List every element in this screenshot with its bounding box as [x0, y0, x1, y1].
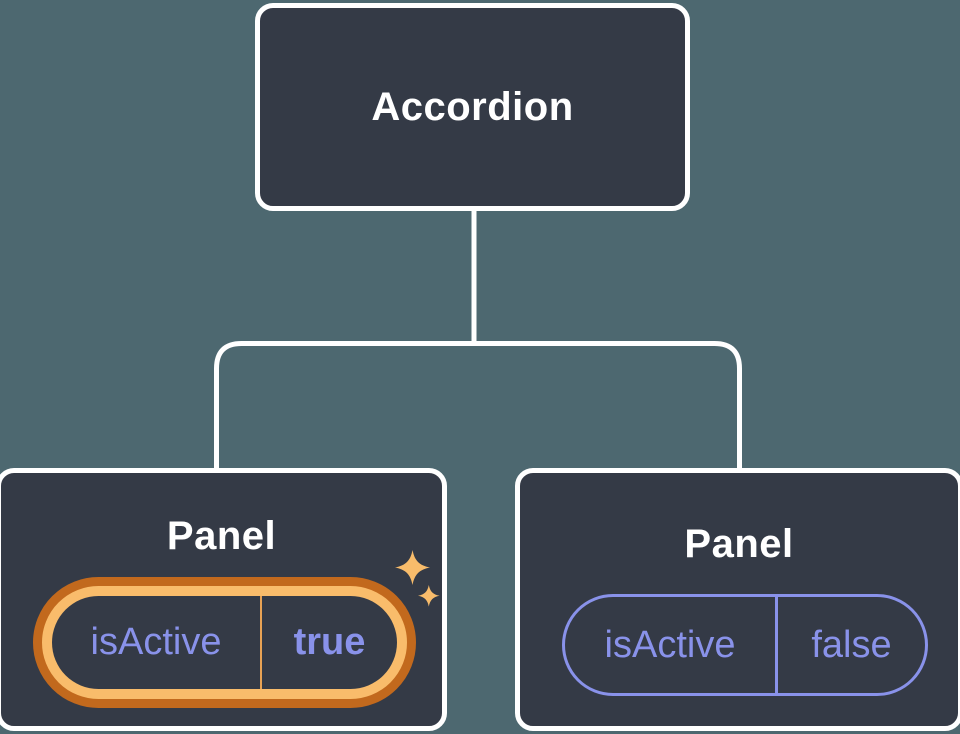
- prop-name-label-inactive: isActive: [604, 623, 736, 666]
- prop-pill-active-inner: isActive true: [52, 596, 397, 689]
- panel-node-active: Panel isActive true: [0, 468, 447, 731]
- prop-pill-active: isActive true: [33, 577, 416, 708]
- prop-value-label-inactive: false: [811, 623, 892, 666]
- prop-pill-divider-inactive: [775, 597, 778, 693]
- panel-node-inactive-label: Panel: [684, 522, 794, 566]
- prop-name-label-active: isActive: [90, 621, 222, 663]
- accordion-node: Accordion: [255, 3, 690, 211]
- prop-pill-inactive: isActive false: [562, 594, 928, 696]
- panel-node-inactive: Panel isActive false: [515, 468, 960, 731]
- prop-value-label-active: true: [293, 621, 366, 663]
- sparkles-icon: [395, 550, 440, 607]
- branch-to-panels-line: [214, 341, 742, 471]
- accordion-node-label: Accordion: [371, 84, 574, 129]
- panel-node-active-label: Panel: [166, 514, 277, 558]
- prop-pill-divider-active: [260, 596, 262, 689]
